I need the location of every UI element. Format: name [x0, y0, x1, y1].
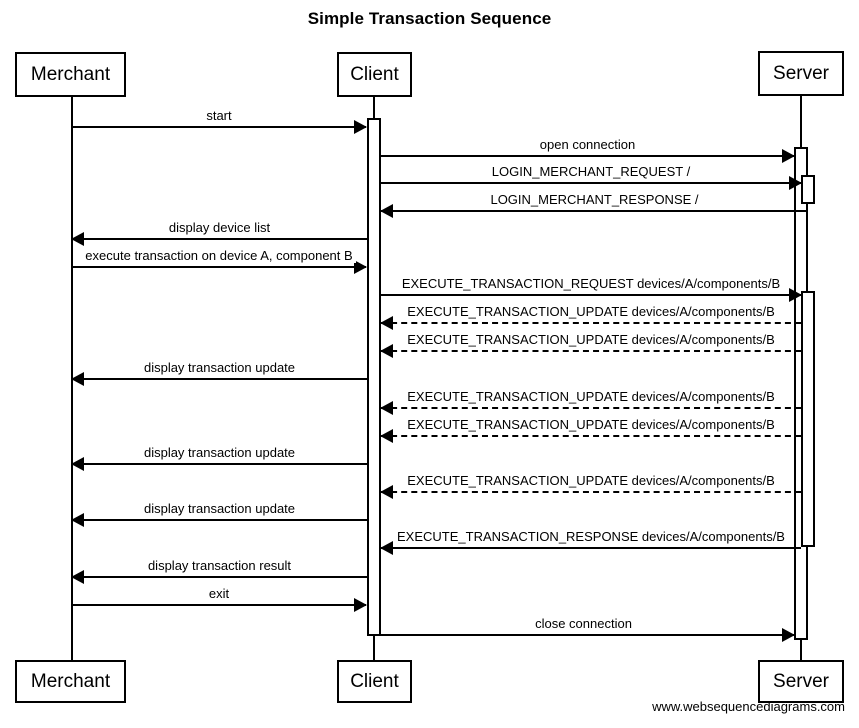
message-label: LOGIN_MERCHANT_REQUEST / — [381, 164, 801, 179]
message-label: execute transaction on device A, compone… — [72, 248, 366, 263]
message-label: display transaction update — [72, 360, 367, 375]
message-line — [381, 350, 801, 352]
message-label: EXECUTE_TRANSACTION_UPDATE devices/A/com… — [381, 389, 801, 404]
arrowhead-left-icon — [380, 541, 393, 555]
message-label: exit — [72, 586, 366, 601]
actor-label-client-bottom: Client — [350, 670, 399, 692]
actor-label-server-top: Server — [773, 62, 829, 84]
arrowhead-left-icon — [71, 232, 84, 246]
message-line — [381, 155, 794, 157]
arrowhead-left-icon — [380, 485, 393, 499]
message-label: EXECUTE_TRANSACTION_UPDATE devices/A/com… — [381, 332, 801, 347]
actor-box-client-bottom[interactable]: Client — [337, 660, 412, 703]
message-line — [381, 322, 801, 324]
message-label: EXECUTE_TRANSACTION_UPDATE devices/A/com… — [381, 304, 801, 319]
message-label: display transaction result — [72, 558, 367, 573]
message-line — [381, 407, 801, 409]
activation-server-login — [801, 175, 815, 204]
actor-box-server-bottom[interactable]: Server — [758, 660, 844, 703]
message-label: open connection — [381, 137, 794, 152]
arrowhead-right-icon — [789, 176, 802, 190]
diagram-title: Simple Transaction Sequence — [307, 9, 552, 28]
arrowhead-left-icon — [71, 372, 84, 386]
arrowhead-right-icon — [354, 598, 367, 612]
actor-label-client-top: Client — [350, 63, 399, 85]
message-label: EXECUTE_TRANSACTION_RESPONSE devices/A/c… — [381, 529, 801, 544]
message-line — [72, 576, 367, 578]
message-label: display transaction update — [72, 445, 367, 460]
arrowhead-left-icon — [380, 204, 393, 218]
message-line — [381, 435, 801, 437]
arrowhead-left-icon — [71, 570, 84, 584]
message-line — [72, 266, 366, 268]
arrowhead-left-icon — [380, 429, 393, 443]
message-line — [72, 378, 367, 380]
message-line — [381, 491, 801, 493]
message-line — [373, 634, 794, 636]
message-line — [72, 238, 367, 240]
arrowhead-right-icon — [789, 288, 802, 302]
message-line — [72, 126, 366, 128]
arrowhead-left-icon — [380, 401, 393, 415]
message-label: close connection — [373, 616, 794, 631]
actor-box-client-top[interactable]: Client — [337, 52, 412, 97]
message-line — [381, 547, 801, 549]
message-label: EXECUTE_TRANSACTION_UPDATE devices/A/com… — [381, 473, 801, 488]
watermark-footer: www.websequencediagrams.com — [652, 699, 845, 714]
arrowhead-right-icon — [354, 120, 367, 134]
arrowhead-right-icon — [782, 628, 795, 642]
actor-label-merchant-top: Merchant — [30, 63, 111, 85]
message-label: EXECUTE_TRANSACTION_REQUEST devices/A/co… — [381, 276, 801, 291]
message-label: display transaction update — [72, 501, 367, 516]
actor-box-merchant-top[interactable]: Merchant — [15, 52, 126, 97]
arrowhead-right-icon — [354, 260, 367, 274]
arrowhead-left-icon — [380, 344, 393, 358]
actor-box-merchant-bottom[interactable]: Merchant — [15, 660, 126, 703]
message-line — [381, 294, 801, 296]
message-label: EXECUTE_TRANSACTION_UPDATE devices/A/com… — [381, 417, 801, 432]
actor-box-server-top[interactable]: Server — [758, 51, 844, 96]
arrowhead-left-icon — [71, 513, 84, 527]
message-line — [72, 604, 366, 606]
message-line — [72, 463, 367, 465]
arrowhead-left-icon — [380, 316, 393, 330]
message-line — [72, 519, 367, 521]
activation-client — [367, 118, 381, 636]
actor-label-merchant-bottom: Merchant — [30, 670, 111, 692]
arrowhead-right-icon — [782, 149, 795, 163]
message-line — [381, 182, 801, 184]
message-line — [381, 210, 808, 212]
actor-label-server-bottom: Server — [773, 670, 829, 692]
activation-server-transaction — [801, 291, 815, 547]
arrowhead-left-icon — [71, 457, 84, 471]
message-label: LOGIN_MERCHANT_RESPONSE / — [381, 192, 808, 207]
message-label: display device list — [72, 220, 367, 235]
message-label: start — [72, 108, 366, 123]
